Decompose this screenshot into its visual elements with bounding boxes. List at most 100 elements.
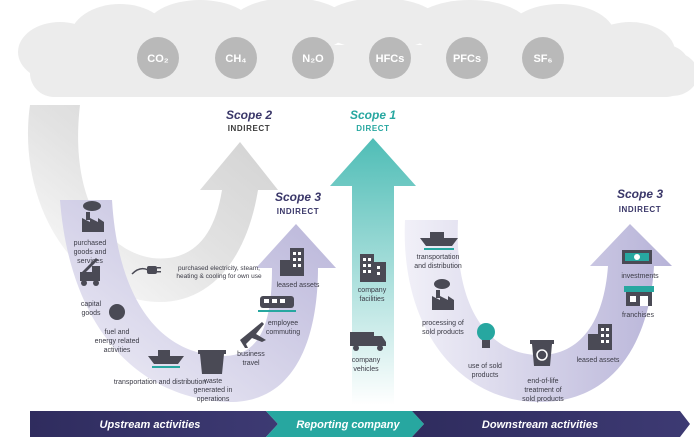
plug-icon xyxy=(131,266,161,275)
ship-icon xyxy=(148,350,184,368)
svg-text:purchased: purchased xyxy=(74,240,107,247)
waste-label: waste generated in operations xyxy=(194,378,233,403)
money-icon xyxy=(622,250,652,264)
upstream-bar-label: Upstream activities xyxy=(100,419,201,431)
gas-label-pfcs: PFCs xyxy=(453,53,481,65)
reporting-bar-label: Reporting company xyxy=(296,419,400,431)
scope2-heading: Scope 2 INDIRECT xyxy=(226,108,272,133)
company-vehicles-label: company vehicles xyxy=(352,357,381,373)
scope2-title: Scope 2 xyxy=(226,108,272,122)
svg-text:generated in: generated in xyxy=(194,387,233,394)
scope2-subtitle: INDIRECT xyxy=(228,124,271,133)
delivery-truck-icon xyxy=(350,332,386,351)
svg-text:leased assets: leased assets xyxy=(577,357,620,364)
svg-text:transportation: transportation xyxy=(417,254,460,261)
svg-text:transportation and distributio: transportation and distribution xyxy=(114,379,206,386)
factory-cloud-icon xyxy=(82,201,104,232)
downstream-ship-icon xyxy=(420,232,458,250)
gas-circle-hfcs: HFCs xyxy=(369,37,411,79)
upstream-bar xyxy=(30,411,278,437)
use-of-sold-products-label: use of sold products xyxy=(468,363,502,379)
svg-text:goods and: goods and xyxy=(74,249,107,256)
buildings-icon xyxy=(280,248,304,276)
gas-label-n2o: N₂O xyxy=(302,53,324,65)
processing-label: processing of sold products xyxy=(422,320,464,336)
svg-text:investments: investments xyxy=(621,273,659,280)
tow-truck-icon xyxy=(80,258,100,286)
purchased-goods-label: purchased goods and services xyxy=(74,240,107,265)
scope3-left-subtitle: INDIRECT xyxy=(277,207,320,216)
svg-text:purchased electricity, steam,: purchased electricity, steam, xyxy=(178,265,260,272)
capital-goods-label: capital goods xyxy=(81,301,102,317)
cloud-band xyxy=(18,0,694,97)
purchased-electricity-label: purchased electricity, steam, heating & … xyxy=(176,265,262,280)
airplane-icon xyxy=(240,322,266,348)
scope3-right-arrow xyxy=(404,220,672,402)
fuel-energy-label: fuel and energy related activities xyxy=(95,329,140,354)
end-of-life-label: end-of-life treatment of sold products xyxy=(522,378,564,403)
recycle-bin-icon xyxy=(530,340,554,366)
svg-text:products: products xyxy=(472,372,499,379)
dumpster-icon xyxy=(198,350,226,374)
svg-text:processing of: processing of xyxy=(422,320,464,327)
svg-text:waste: waste xyxy=(203,378,222,385)
gas-circle-sf6: SF₆ xyxy=(522,37,564,79)
scope3-left-heading: Scope 3 INDIRECT xyxy=(275,190,321,216)
gas-label-ch4: CH₄ xyxy=(225,53,246,65)
company-facilities-label: company facilities xyxy=(358,287,387,303)
business-travel-label: business travel xyxy=(237,351,265,367)
svg-text:franchises: franchises xyxy=(622,312,654,319)
gas-circle-ch4: CH₄ xyxy=(215,37,257,79)
gas-circle-co2: CO₂ xyxy=(137,37,179,79)
reporting-bar xyxy=(266,411,424,437)
svg-text:vehicles: vehicles xyxy=(353,366,379,373)
svg-text:heating & cooling for own use: heating & cooling for own use xyxy=(176,273,262,280)
downstream-bar xyxy=(412,411,690,437)
svg-text:facilities: facilities xyxy=(360,296,385,303)
scope1-heading: Scope 1 DIRECT xyxy=(350,108,396,133)
franchises-label: franchises xyxy=(622,312,654,319)
scope1-subtitle: DIRECT xyxy=(356,124,389,133)
scope3-right-subtitle: INDIRECT xyxy=(619,205,662,214)
svg-text:company: company xyxy=(352,357,381,364)
downstream-leased-assets-label: leased assets xyxy=(577,357,620,364)
svg-text:services: services xyxy=(77,258,103,265)
gas-label-sf6: SF₆ xyxy=(533,53,552,65)
scope3-right-title: Scope 3 xyxy=(617,187,663,201)
scope3-left-arrow xyxy=(60,200,336,402)
svg-text:sold products: sold products xyxy=(422,329,464,336)
train-icon xyxy=(258,296,296,312)
downstream-transportation-label: transportation and distribution xyxy=(414,254,462,270)
employee-commuting-label: employee commuting xyxy=(266,320,300,336)
svg-text:operations: operations xyxy=(197,396,230,403)
gas-circle-pfcs: PFCs xyxy=(446,37,488,79)
company-buildings-icon xyxy=(360,254,386,282)
activities-bar: Upstream activities Reporting company Do… xyxy=(30,411,690,437)
downstream-buildings-icon xyxy=(588,324,612,350)
scope3-right-heading: Scope 3 INDIRECT xyxy=(617,187,663,214)
svg-text:commuting: commuting xyxy=(266,329,300,336)
scope3-left-title: Scope 3 xyxy=(275,190,321,204)
upstream-transportation-label: transportation and distribution xyxy=(114,379,206,386)
gas-circle-n2o: N₂O xyxy=(292,37,334,79)
gas-label-hfcs: HFCs xyxy=(376,53,405,65)
scope1-title: Scope 1 xyxy=(350,108,396,122)
svg-text:employee: employee xyxy=(268,320,298,327)
investments-label: investments xyxy=(621,273,659,280)
svg-text:travel: travel xyxy=(242,360,260,367)
upstream-leased-assets-label: leased assets xyxy=(277,282,320,289)
svg-text:business: business xyxy=(237,351,265,358)
gas-label-co2: CO₂ xyxy=(147,53,169,65)
storefront-icon xyxy=(624,286,654,306)
light-bulb-icon xyxy=(477,323,495,348)
svg-text:leased assets: leased assets xyxy=(277,282,320,289)
svg-text:goods: goods xyxy=(81,310,101,317)
downstream-factory-icon xyxy=(432,279,454,310)
svg-text:fuel and: fuel and xyxy=(105,329,130,336)
svg-text:company: company xyxy=(358,287,387,294)
svg-text:and distribution: and distribution xyxy=(414,263,462,270)
svg-text:energy related: energy related xyxy=(95,338,140,345)
svg-text:use of sold: use of sold xyxy=(468,363,502,370)
svg-text:end-of-life: end-of-life xyxy=(527,378,558,385)
